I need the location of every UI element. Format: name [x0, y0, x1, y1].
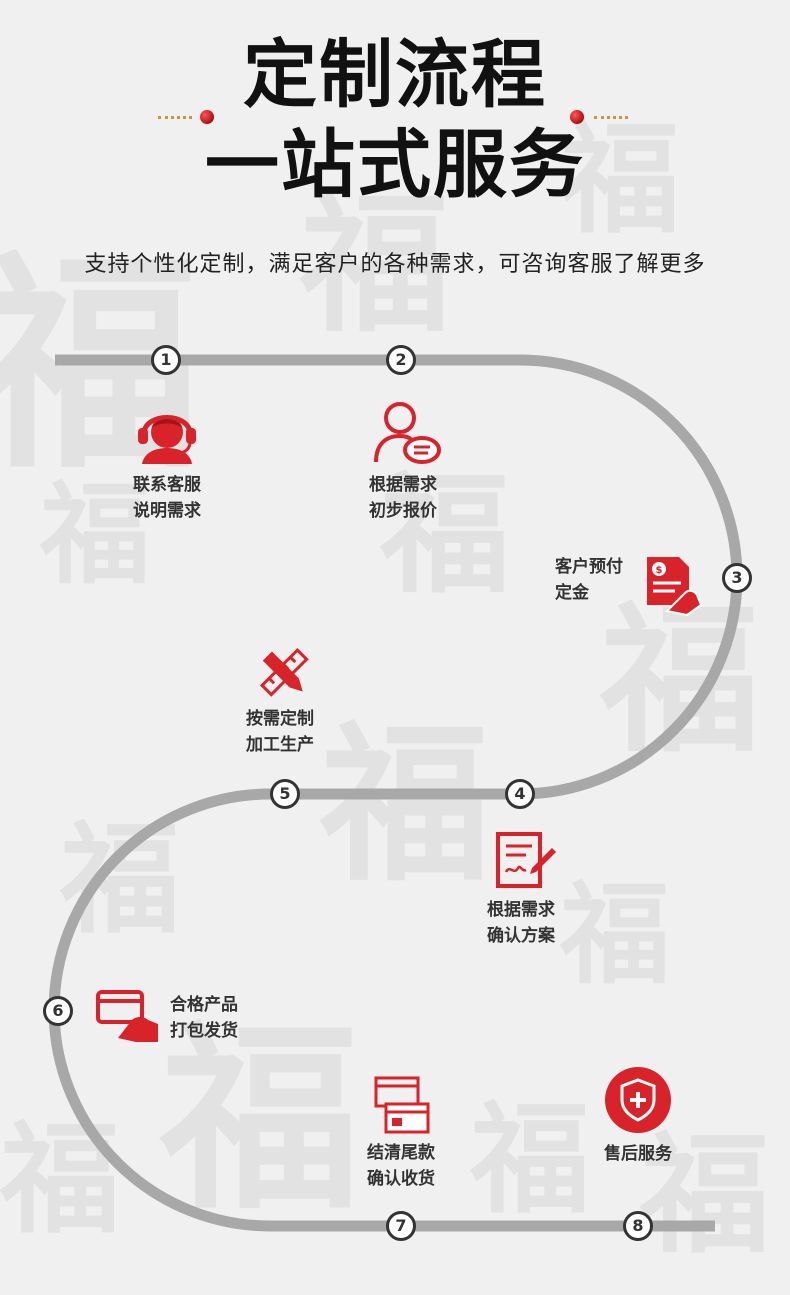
step-label: 结清尾款 确认收货: [346, 1140, 456, 1192]
title-gem-left: [200, 110, 214, 124]
step-label-line1: 根据需求: [369, 475, 437, 495]
track-path: [48, 354, 743, 1232]
user-chat-icon: [374, 402, 441, 464]
step-number: 1: [151, 345, 181, 375]
title-gem-right: [570, 110, 584, 124]
step-label: 根据需求 初步报价: [348, 472, 458, 524]
step-label-line2: 加工生产: [246, 735, 314, 755]
step-number: 6: [43, 996, 73, 1026]
step-number: 4: [505, 779, 535, 809]
step-number: 3: [722, 563, 752, 593]
step-label-line2: 确认方案: [487, 926, 555, 946]
shield-plus-icon: [605, 1067, 671, 1133]
step-label-line1: 售后服务: [604, 1144, 672, 1164]
page-subtitle: 支持个性化定制，满足客户的各种需求，可咨询客服了解更多: [84, 252, 706, 277]
step-label-line2: 说明需求: [133, 501, 201, 521]
step-label-line1: 按需定制: [246, 709, 314, 729]
contract-sign-icon: [496, 832, 556, 888]
step-number: 7: [386, 1211, 416, 1241]
pencil-ruler-icon: [259, 647, 309, 697]
step-label-line1: 客户预付: [555, 557, 623, 577]
step-label-line2: 初步报价: [369, 501, 437, 521]
step-label: 合格产品 打包发货: [170, 992, 238, 1044]
payment-document-icon: $: [647, 557, 703, 617]
step-label: 客户预付 定金: [555, 554, 623, 606]
step-label-line1: 合格产品: [170, 995, 238, 1015]
svg-text:$: $: [656, 565, 663, 576]
step-label-line2: 打包发货: [170, 1021, 238, 1041]
step-label-line2: 确认收货: [367, 1169, 435, 1189]
step-label: 根据需求 确认方案: [466, 897, 576, 949]
page-title-line1: 定制流程: [243, 32, 547, 118]
customer-service-headset-icon: [138, 415, 196, 464]
step-label: 联系客服 说明需求: [112, 472, 222, 524]
step-label-line1: 结清尾款: [367, 1143, 435, 1163]
title-dots-left: [158, 116, 192, 123]
page-title-line2: 一站式服务: [205, 122, 585, 208]
bank-cards-icon: [374, 1076, 430, 1134]
step-number: 2: [386, 345, 416, 375]
step-label-line2: 定金: [555, 583, 589, 603]
step-label: 按需定制 加工生产: [246, 706, 314, 758]
title-dots-right: [594, 116, 628, 123]
card-hand-icon: [96, 990, 158, 1042]
step-number: 5: [270, 779, 300, 809]
step-number: 8: [623, 1211, 653, 1241]
step-label-line1: 根据需求: [487, 900, 555, 920]
step-label: 售后服务: [583, 1141, 693, 1167]
step-label-line1: 联系客服: [133, 475, 201, 495]
